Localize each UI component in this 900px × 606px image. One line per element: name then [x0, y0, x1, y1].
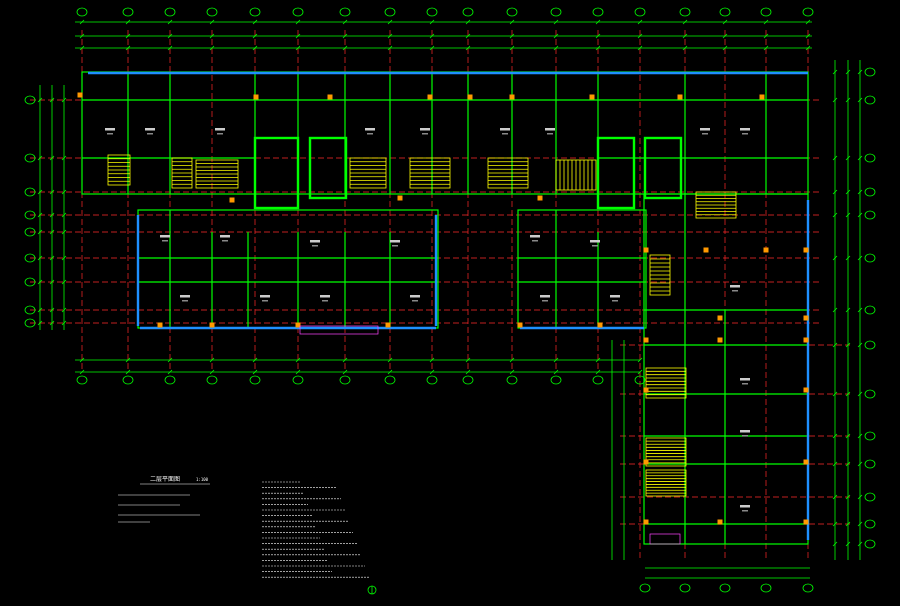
- drawing-title-text: 二层平面图: [150, 476, 180, 483]
- columns: [77, 92, 809, 525]
- windows: [88, 71, 810, 540]
- north-arrow-icon: [367, 585, 377, 595]
- drawing-title: 二层平面图 1:100: [140, 476, 210, 485]
- walls: [81, 71, 809, 545]
- balcony-hatch: [299, 325, 681, 545]
- notes-block: [118, 481, 369, 578]
- room-labels: [105, 128, 750, 512]
- dimension-ticks: [37, 19, 863, 547]
- drawing-scale-text: 1:100: [196, 477, 209, 482]
- axis-bubbles: [24, 7, 876, 593]
- stairs: [107, 154, 737, 497]
- stair-cores: [253, 136, 683, 210]
